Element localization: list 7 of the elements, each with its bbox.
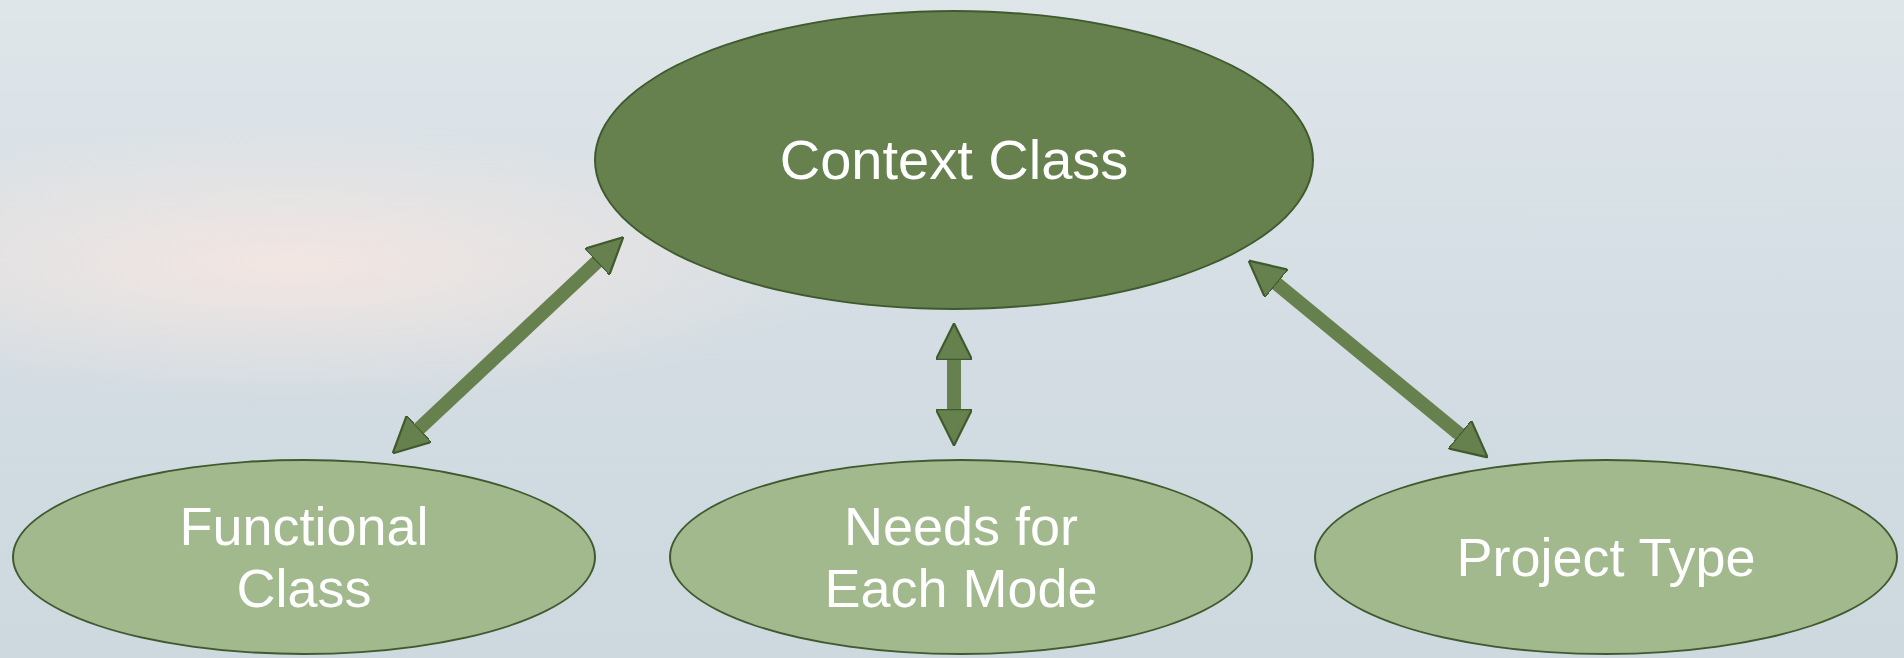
node-label: Project Type xyxy=(1456,525,1756,589)
node-label: Functional Class xyxy=(178,494,430,620)
node-label: Context Class xyxy=(779,127,1129,193)
double-arrow xyxy=(391,236,625,455)
double-arrow xyxy=(934,322,974,447)
node-label: Needs for Each Mode xyxy=(823,494,1099,620)
double-arrow xyxy=(1247,259,1489,459)
